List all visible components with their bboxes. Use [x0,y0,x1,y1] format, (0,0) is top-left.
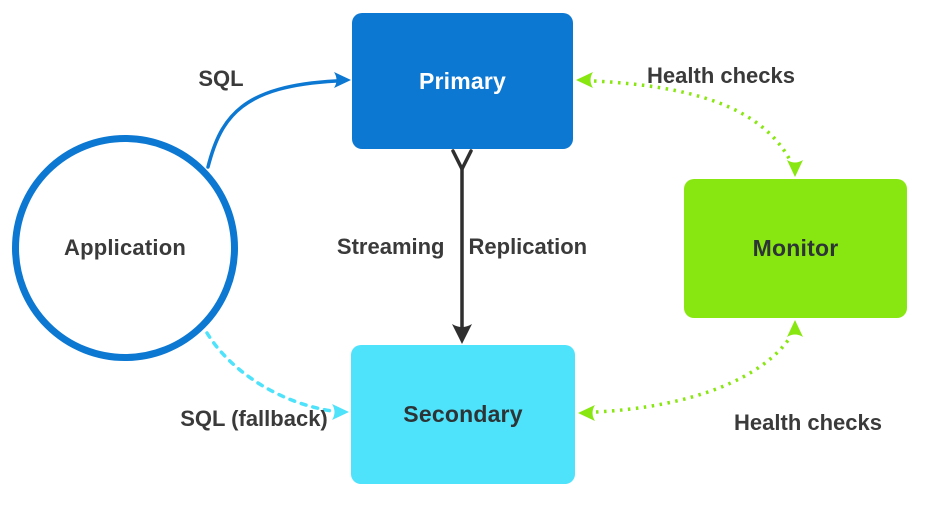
node-secondary: Secondary [351,345,575,484]
health-check-arrow-secondary [595,335,793,414]
node-secondary-label: Secondary [403,401,523,427]
health-check-secondary-arrowhead-up [787,320,803,337]
sql-arrowhead [334,72,351,88]
sql-arrow [206,79,338,169]
health-check-primary-arrowhead-down [787,160,803,177]
replication-arrowhead [452,324,472,344]
sql-fallback-arrow [205,331,334,413]
health-checks-primary-label: Health checks [647,63,795,88]
node-primary-label: Primary [418,67,507,94]
replication-label-left: Streaming [336,234,445,259]
replication-label-right: Replication [468,234,588,259]
health-check-arrow-primary [593,79,793,163]
node-application-label: Application [64,235,186,260]
health-checks-secondary-label: Health checks [734,410,882,435]
node-application: Application [12,135,238,361]
health-check-secondary-arrowhead-left [578,405,595,421]
node-monitor: Monitor [684,179,907,318]
sql-fallback-arrowhead [332,404,349,420]
replication-arrow-tail [451,149,473,173]
sql-fallback-edge-label: SQL (fallback) [180,406,328,431]
replication-edge-label: Streaming Replication [337,234,587,260]
sql-edge-label: SQL [198,66,244,91]
node-primary: Primary [352,13,573,149]
node-monitor-label: Monitor [752,235,839,261]
health-check-primary-arrowhead-left [576,72,593,88]
